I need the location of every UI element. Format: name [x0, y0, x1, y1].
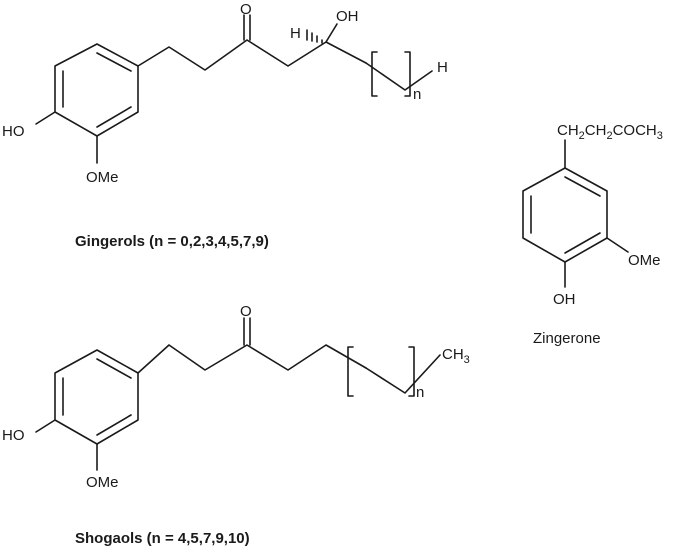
gingerol-benzene-ring [54, 43, 139, 137]
zingerone-ome-label: OMe [628, 252, 661, 269]
shogaol-repeat-bond [365, 354, 441, 394]
gingerol-repeat-bond [365, 62, 433, 91]
gingerol-n-label: n [413, 86, 421, 103]
shogaol-side-chain [137, 344, 367, 374]
shogaol-caption: Shogaols (n = 4,5,7,9,10) [75, 530, 250, 547]
shogaol-structure: O CH3 n HO OMe Shogaols (n = 4,5,7,9,10) [2, 303, 470, 547]
shogaol-ho-bond [35, 419, 56, 433]
gingerol-bracket-left [371, 51, 378, 97]
gingerol-side-chain [137, 39, 367, 71]
zingerone-benzene-ring [522, 167, 608, 263]
shogaol-bracket-right [408, 346, 415, 397]
zingerone-chain-label: CH2CH2COCH3 [557, 122, 663, 142]
gingerol-o-label: O [240, 1, 252, 18]
shogaol-ome-label: OMe [86, 474, 119, 491]
gingerol-structure: O OH H H n HO OMe Gingerols (n = 0,2,3,4… [2, 1, 448, 250]
gingerol-bracket-right [404, 51, 411, 97]
gingerol-h-right-label: H [437, 59, 448, 76]
gingerol-oh-label: OH [336, 8, 359, 25]
zingerone-ome-bond [606, 237, 629, 253]
gingerol-hashed-wedge [306, 29, 323, 44]
shogaol-ch3-label: CH3 [442, 346, 470, 366]
shogaol-n-label: n [416, 384, 424, 401]
shogaol-bracket-left [347, 346, 354, 397]
gingerol-ho-bond [35, 111, 56, 125]
shogaol-o-label: O [240, 303, 252, 320]
gingerol-oh-bond [325, 23, 338, 43]
gingerol-ho-label: HO [2, 123, 25, 140]
zingerone-structure: CH2CH2COCH3 OMe OH Zingerone [522, 122, 663, 347]
gingerol-h-left-label: H [290, 25, 301, 42]
gingerol-caption: Gingerols (n = 0,2,3,4,5,7,9) [75, 233, 269, 250]
shogaol-benzene-ring [54, 349, 139, 445]
shogaol-ho-label: HO [2, 427, 25, 444]
zingerone-oh-label: OH [553, 291, 576, 308]
zingerone-caption: Zingerone [533, 330, 601, 347]
gingerol-ome-label: OMe [86, 169, 119, 186]
